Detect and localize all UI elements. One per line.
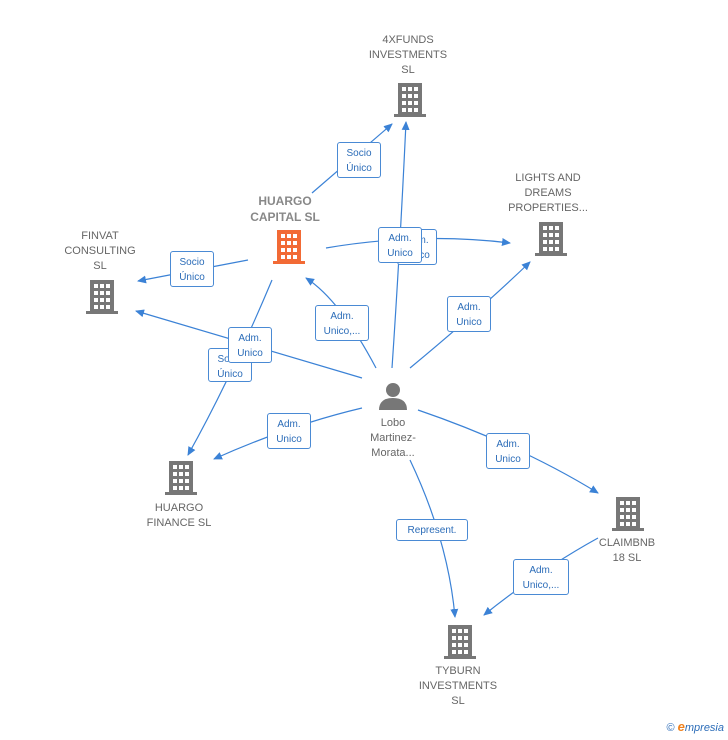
edge-label-adm-lobo-finvat[interactable]: Adm. Unico [228, 327, 272, 363]
edge-label-socio-capital-finvat[interactable]: Socio Único [170, 251, 214, 287]
building-icon[interactable] [273, 230, 305, 264]
node-label-tyburn[interactable]: TYBURN INVESTMENTS SL [418, 665, 498, 707]
edge-label-socio-capital-4x[interactable]: Socio Único [337, 142, 381, 178]
person-icon[interactable] [377, 380, 409, 412]
building-icon[interactable] [394, 83, 426, 117]
edge-label-represent-lobo-tyburn[interactable]: Represent. [396, 519, 468, 541]
copyright-icon: © [666, 722, 675, 734]
brand-logo-initial: e [677, 719, 685, 734]
node-label-huargo-finance[interactable]: HUARGO FINANCE SL [146, 502, 212, 529]
edge-label-adm-lobo-claimbnb[interactable]: Adm. Unico [486, 433, 530, 469]
node-label-finvat[interactable]: FINVAT CONSULTING SL [64, 230, 136, 272]
building-icon[interactable] [86, 280, 118, 314]
building-icon[interactable] [535, 222, 567, 256]
edge-label-adm-lobo-4x[interactable]: Adm. Unico [378, 227, 422, 263]
building-icon[interactable] [612, 497, 644, 531]
building-icon[interactable] [444, 625, 476, 659]
edge-label-adm-lobo-capital[interactable]: Adm. Unico,... [315, 305, 369, 341]
node-label-huargo-capital[interactable]: HUARGO CAPITAL SL [250, 194, 320, 224]
brand-watermark: © empresia [666, 719, 724, 734]
edge-label-adm-lobo-lights[interactable]: Adm. Unico [447, 296, 491, 332]
edge-label-adm-claimbnb-tyburn[interactable]: Adm. Unico,... [513, 559, 569, 595]
node-label-4xfunds[interactable]: 4XFUNDS INVESTMENTS SL [368, 34, 448, 76]
node-label-claimbnb[interactable]: CLAIMBNB 18 SL [598, 537, 656, 564]
edge-label-adm-lobo-finance[interactable]: Adm. Unico [267, 413, 311, 449]
brand-logo-text: mpresia [684, 722, 724, 734]
node-label-lights-and-dreams[interactable]: LIGHTS AND DREAMS PROPERTIES... [508, 172, 588, 214]
building-icon[interactable] [165, 461, 197, 495]
node-label-lobo[interactable]: Lobo Martinez- Morata... [370, 417, 416, 459]
